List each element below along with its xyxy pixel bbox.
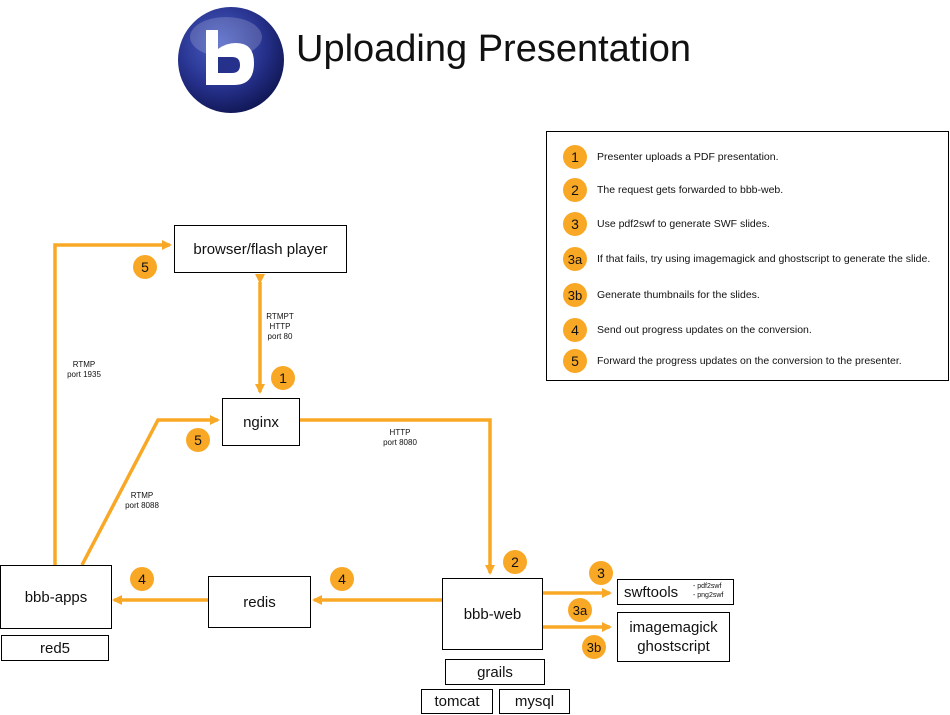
arrow-bbbapps-browser xyxy=(53,240,172,565)
nginx-box: nginx xyxy=(222,398,300,446)
legend-text: Generate thumbnails for the slides. xyxy=(597,289,760,301)
bbb-apps-label: bbb-apps xyxy=(24,588,88,606)
legend-text: Forward the progress updates on the conv… xyxy=(597,355,902,367)
step-badge-3a: 3a xyxy=(568,598,592,622)
proto-browser-nginx-line3: port 80 xyxy=(267,332,293,341)
proto-bbbapps-nginx-line2: port 8088 xyxy=(125,501,159,510)
browser-box: browser/flash player xyxy=(174,225,347,273)
imagemagick-box: imagemagick ghostscript xyxy=(617,612,730,662)
step-badge-1: 1 xyxy=(271,366,295,390)
step-badge-5-browser: 5 xyxy=(133,255,157,279)
proto-browser-nginx-line1: RTMPT xyxy=(266,312,294,321)
redis-box: redis xyxy=(208,576,311,628)
step-badge-2: 2 xyxy=(503,550,527,574)
tomcat-label: tomcat xyxy=(434,693,480,710)
arrow-bbbapps-nginx xyxy=(80,415,220,566)
grails-label: grails xyxy=(477,663,513,681)
step-badge-5-nginx: 5 xyxy=(186,428,210,452)
proto-bbbapps-browser-line1: RTMP xyxy=(72,360,96,369)
legend-panel: 1 Presenter uploads a PDF presentation. … xyxy=(546,131,949,381)
proto-browser-nginx: RTMPT HTTP port 80 xyxy=(262,312,298,342)
imagemagick-label: imagemagick xyxy=(629,619,718,636)
step-badge-3: 3 xyxy=(589,561,613,585)
proto-nginx-bbbweb: HTTP port 8080 xyxy=(376,428,424,448)
proto-browser-nginx-line2: HTTP xyxy=(269,322,291,331)
swftools-sub-pdf2swf: - pdf2swf xyxy=(693,583,722,590)
legend-badge: 4 xyxy=(563,318,587,342)
step-badge-4-apps: 4 xyxy=(130,567,154,591)
nginx-label: nginx xyxy=(243,413,279,431)
red5-box: red5 xyxy=(1,635,109,661)
ghostscript-label: ghostscript xyxy=(637,638,710,655)
legend-badge: 3 xyxy=(563,212,587,236)
legend-text: Presenter uploads a PDF presentation. xyxy=(597,151,779,163)
legend-badge: 5 xyxy=(563,349,587,373)
swftools-sub-png2swf: - png2swf xyxy=(693,592,724,599)
legend-text: Send out progress updates on the convers… xyxy=(597,324,812,336)
bbb-apps-box: bbb-apps xyxy=(0,565,112,629)
legend-text: The request gets forwarded to bbb-web. xyxy=(597,184,784,196)
legend-badge: 1 xyxy=(563,145,587,169)
browser-label: browser/flash player xyxy=(193,240,328,258)
proto-nginx-bbbweb-line2: port 8080 xyxy=(383,438,417,447)
proto-bbbapps-browser-line2: port 1935 xyxy=(67,370,101,379)
proto-bbbapps-nginx: RTMP port 8088 xyxy=(118,491,166,511)
step-badge-3b: 3b xyxy=(582,635,606,659)
bbb-web-label: bbb-web xyxy=(463,605,522,623)
legend-badge: 3a xyxy=(563,247,587,271)
bigbluebutton-logo xyxy=(178,7,284,113)
legend-text: Use pdf2swf to generate SWF slides. xyxy=(597,218,770,230)
proto-nginx-bbbweb-line1: HTTP xyxy=(389,428,411,437)
legend-text: If that fails, try using imagemagick and… xyxy=(597,253,931,265)
proto-bbbapps-browser: RTMP port 1935 xyxy=(60,360,108,380)
proto-bbbapps-nginx-line1: RTMP xyxy=(130,491,154,500)
mysql-label: mysql xyxy=(514,693,555,710)
redis-label: redis xyxy=(243,593,276,611)
bbb-web-box: bbb-web xyxy=(442,578,543,650)
red5-label: red5 xyxy=(39,639,71,657)
swftools-label: swftools xyxy=(624,583,679,601)
legend-badge: 3b xyxy=(563,283,587,307)
arrow-nginx-bbbweb xyxy=(300,418,495,575)
mysql-box: mysql xyxy=(499,689,570,714)
page-title: Uploading Presentation xyxy=(296,28,692,70)
grails-box: grails xyxy=(445,659,545,685)
swftools-box: swftools xyxy=(617,579,734,605)
step-badge-4-redis: 4 xyxy=(330,567,354,591)
tomcat-box: tomcat xyxy=(421,689,493,714)
legend-badge: 2 xyxy=(563,178,587,202)
